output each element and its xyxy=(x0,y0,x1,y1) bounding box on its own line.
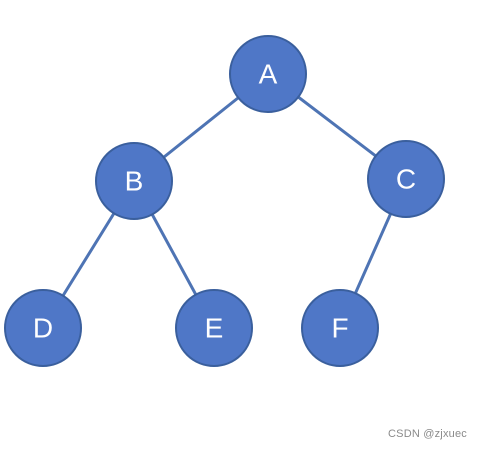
node-b: B xyxy=(95,142,173,220)
node-e: E xyxy=(175,289,253,367)
node-f-label: F xyxy=(331,313,348,344)
node-d-circle xyxy=(4,289,82,367)
node-c: C xyxy=(367,140,445,218)
nodes-layer: A B C D E F xyxy=(4,35,445,367)
node-f-circle xyxy=(301,289,379,367)
node-a: A xyxy=(229,35,307,113)
node-b-circle xyxy=(95,142,173,220)
node-f: F xyxy=(301,289,379,367)
node-a-label: A xyxy=(259,59,278,90)
node-d: D xyxy=(4,289,82,367)
node-e-label: E xyxy=(205,313,224,344)
node-c-label: C xyxy=(396,164,416,195)
node-b-label: B xyxy=(125,166,144,197)
watermark-text: CSDN @zjxuec xyxy=(388,428,467,440)
node-d-label: D xyxy=(33,313,53,344)
node-e-circle xyxy=(175,289,253,367)
node-a-circle xyxy=(229,35,307,113)
edges-layer xyxy=(41,72,408,330)
node-c-circle xyxy=(367,140,445,218)
